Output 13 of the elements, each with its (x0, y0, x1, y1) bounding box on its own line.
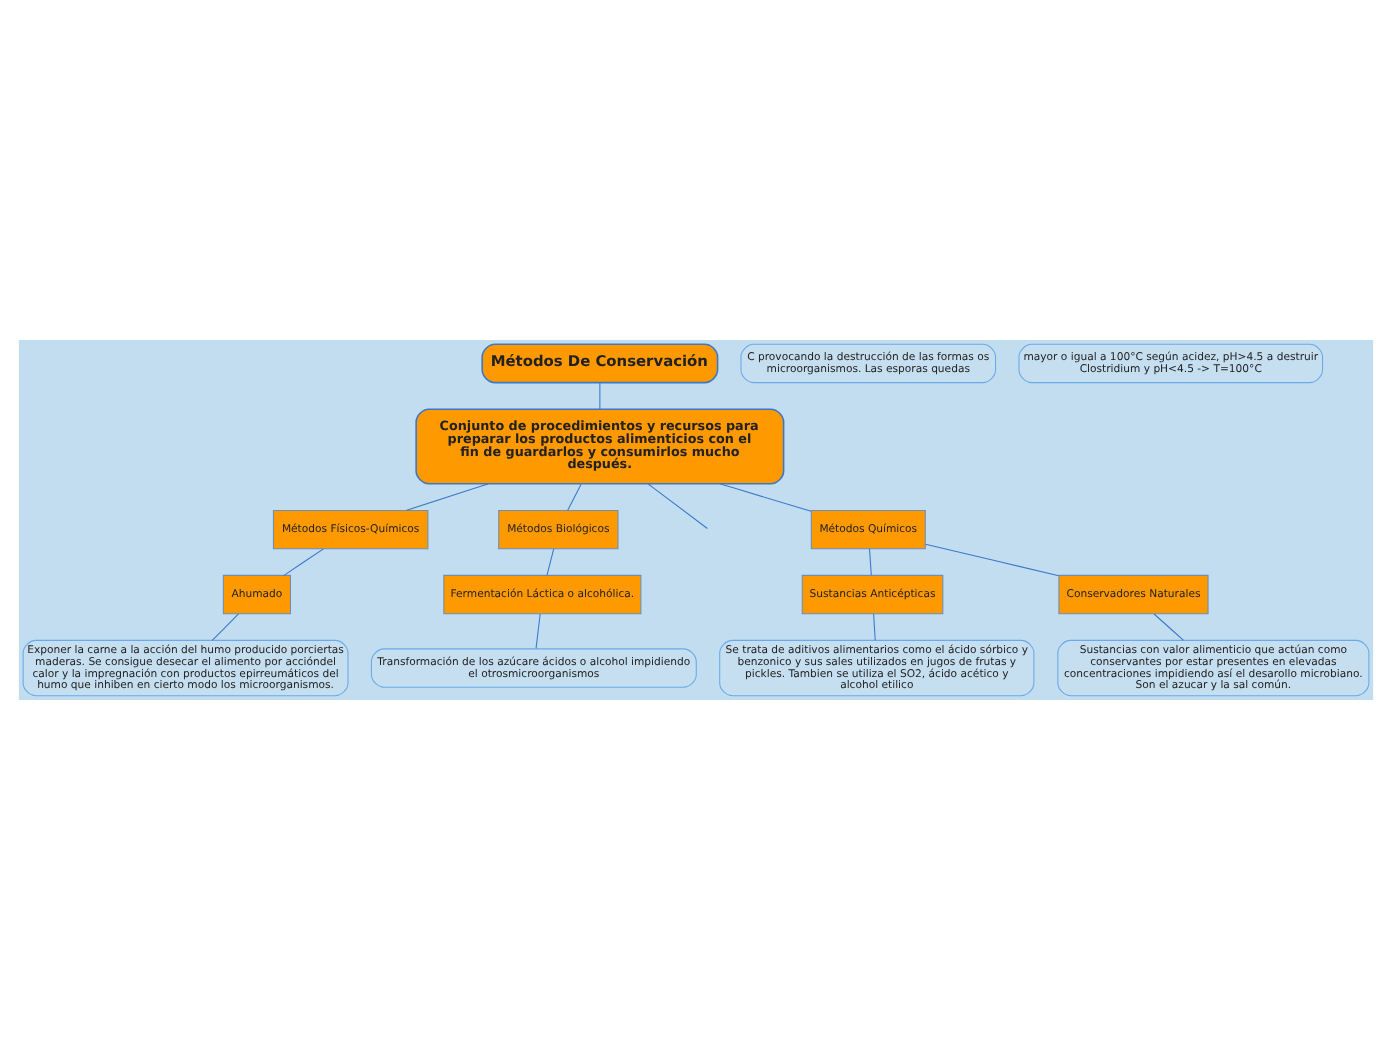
connector (719, 483, 812, 512)
connector (406, 483, 489, 511)
connector (873, 613, 876, 641)
connector (211, 613, 240, 641)
connector (868, 548, 872, 576)
connector (1153, 613, 1185, 641)
connector (599, 382, 601, 410)
connector (283, 548, 325, 576)
connector (924, 543, 1060, 577)
connector (535, 613, 541, 649)
connector (647, 483, 708, 529)
connector (567, 483, 582, 511)
connector (546, 548, 555, 576)
